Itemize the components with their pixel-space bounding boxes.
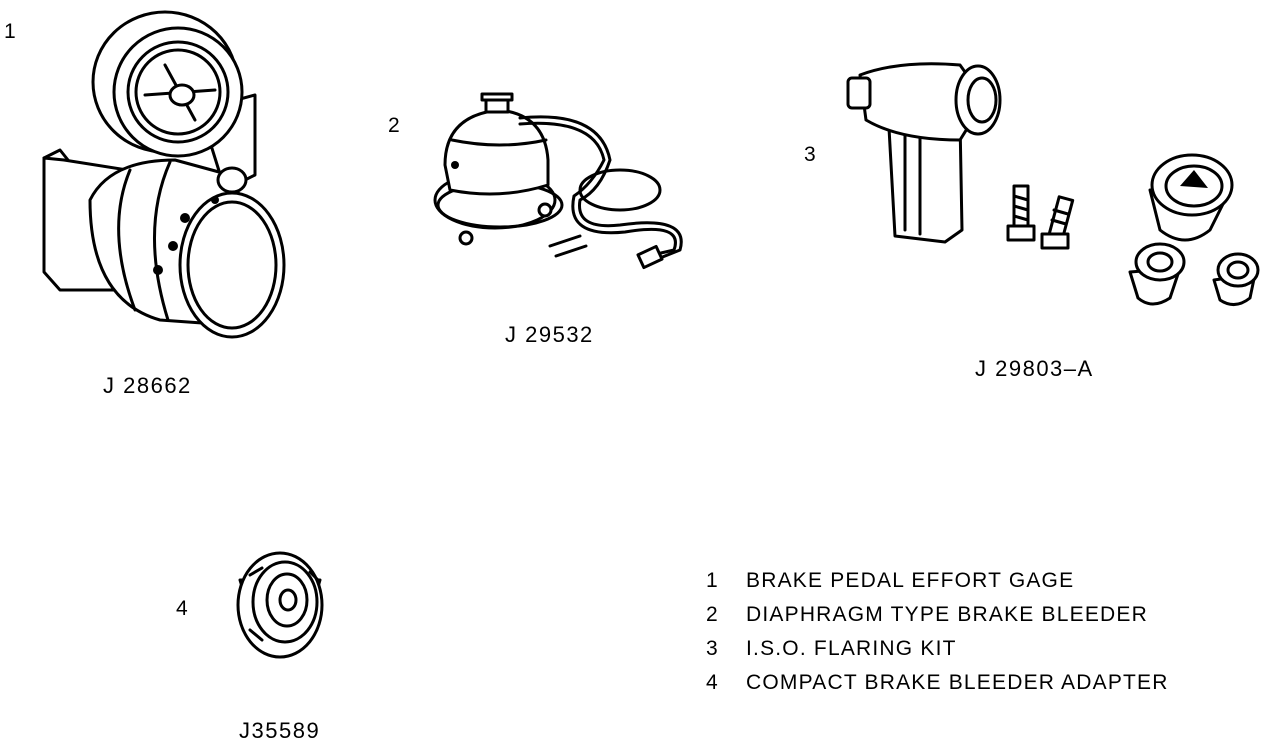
callout-4: 4 <box>176 597 190 620</box>
legend-number: 1 <box>706 569 719 592</box>
legend-number: 4 <box>706 671 719 694</box>
legend-item-4: 4 COMPACT BRAKE BLEEDER ADAPTER <box>706 671 1169 695</box>
legend-number: 3 <box>706 637 719 660</box>
part-number-1: J 28662 <box>103 373 192 398</box>
legend-text: COMPACT BRAKE BLEEDER ADAPTER <box>746 671 1169 694</box>
callout-3: 3 <box>804 143 818 166</box>
callout-2: 2 <box>388 114 402 137</box>
legend-text: DIAPHRAGM TYPE BRAKE BLEEDER <box>746 603 1148 626</box>
legend-item-3: 3 I.S.O. FLARING KIT <box>706 637 957 661</box>
diaphragm-brake-bleeder-drawing <box>433 92 683 270</box>
legend-item-1: 1 BRAKE PEDAL EFFORT GAGE <box>706 569 1074 593</box>
legend-number: 2 <box>706 603 719 626</box>
legend-text: BRAKE PEDAL EFFORT GAGE <box>746 569 1075 592</box>
callout-1: 1 <box>4 20 18 43</box>
part-number-3: J 29803–A <box>975 356 1094 381</box>
part-number-4: J35589 <box>239 718 321 743</box>
part-number-2: J 29532 <box>505 322 594 347</box>
legend-item-2: 2 DIAPHRAGM TYPE BRAKE BLEEDER <box>706 603 1148 627</box>
iso-flaring-kit-drawing <box>846 62 1260 306</box>
brake-pedal-effort-gage-drawing <box>42 10 286 339</box>
legend-text: I.S.O. FLARING KIT <box>746 637 957 660</box>
compact-brake-bleeder-adapter-drawing <box>236 551 324 659</box>
